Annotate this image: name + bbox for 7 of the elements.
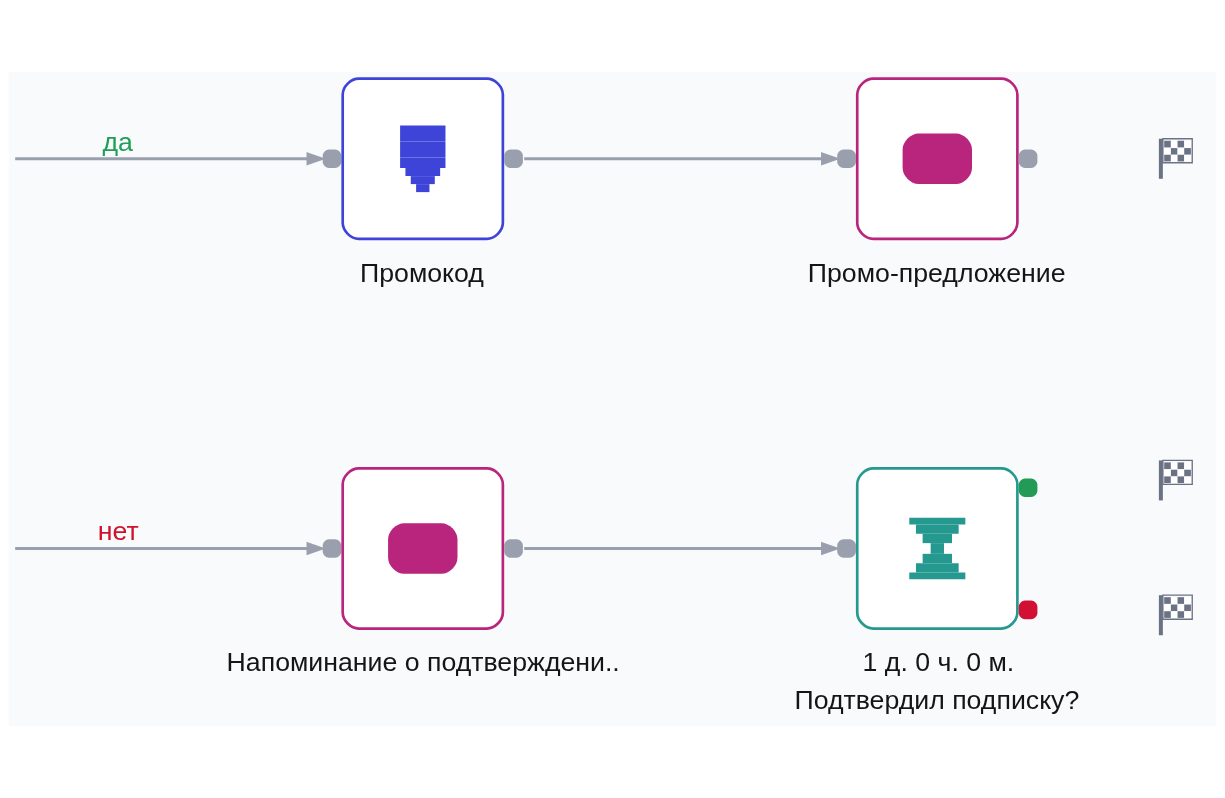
node-label: Напоминание о подтверждени.. <box>226 647 620 678</box>
node-label: Подтвердил подписку? <box>794 684 1080 715</box>
node-label: Промокод <box>360 257 484 288</box>
node-label: 1 д. 0 ч. 0 м. <box>862 647 1015 678</box>
node-label: Промо-предложение <box>807 257 1066 288</box>
edge-label: да <box>102 126 133 157</box>
edge-label: нет <box>97 516 139 547</box>
